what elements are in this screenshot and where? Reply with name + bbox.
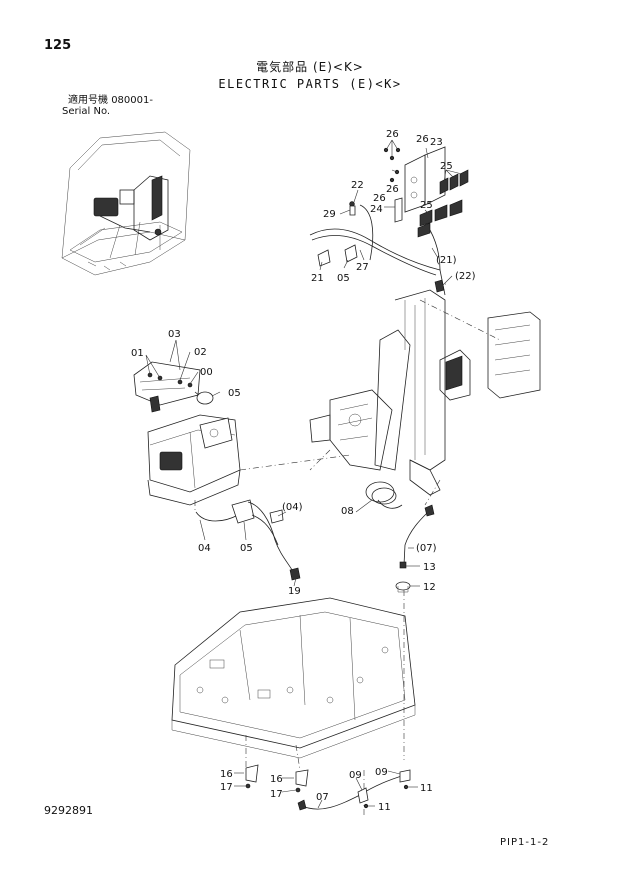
callout-29: 29 bbox=[323, 209, 336, 220]
callout-labels: 26 26 23 25 26 22 26 24 25 29 (21) 27 (2… bbox=[131, 129, 476, 813]
callout-01: 01 bbox=[131, 348, 144, 359]
callout-22: 22 bbox=[351, 180, 364, 191]
right-control-box bbox=[383, 146, 469, 238]
callout-16: 16 bbox=[270, 774, 283, 785]
callout-03: 03 bbox=[168, 329, 181, 340]
serial-label-japanese: 適用号機 bbox=[68, 95, 108, 106]
callout-26: 26 bbox=[386, 184, 399, 195]
callout-22-parenthesized: (22) bbox=[455, 271, 476, 282]
callout-17: 17 bbox=[270, 789, 283, 800]
callout-27: 27 bbox=[356, 262, 369, 273]
callout-26: 26 bbox=[416, 134, 429, 145]
document-number: 9292891 bbox=[44, 804, 93, 817]
callout-08: 08 bbox=[341, 506, 354, 517]
center-harness bbox=[365, 481, 435, 593]
callout-00: 00 bbox=[200, 367, 213, 378]
callout-02: 02 bbox=[194, 347, 207, 358]
callout-04: 04 bbox=[198, 543, 211, 554]
callout-09: 09 bbox=[375, 767, 388, 778]
page-number: 125 bbox=[44, 38, 72, 53]
console-frame bbox=[309, 289, 541, 496]
callout-19: 19 bbox=[288, 586, 301, 597]
title-japanese: 電気部品 (E)<K> bbox=[256, 60, 364, 74]
callout-25: 25 bbox=[440, 161, 453, 172]
callout-25: 25 bbox=[420, 200, 433, 211]
callout-07-parenthesized: (07) bbox=[416, 543, 437, 554]
callout-23: 23 bbox=[430, 137, 443, 148]
bottom-harness bbox=[245, 764, 411, 811]
callout-21-parenthesized: (21) bbox=[436, 255, 457, 266]
callout-16: 16 bbox=[220, 769, 233, 780]
callout-24: 24 bbox=[370, 204, 383, 215]
callout-11: 11 bbox=[378, 802, 391, 813]
callout-12: 12 bbox=[423, 582, 436, 593]
callout-21: 21 bbox=[311, 273, 324, 284]
callout-11: 11 bbox=[420, 783, 433, 794]
callout-04-parenthesized: (04) bbox=[282, 502, 303, 513]
lower-left-harness bbox=[195, 499, 301, 581]
title-english: ELECTRIC PARTS (E)<K> bbox=[218, 77, 402, 91]
callout-17: 17 bbox=[220, 782, 233, 793]
floor-plate bbox=[171, 597, 416, 759]
serial-block: 適用号機 080001- bbox=[68, 95, 153, 106]
leader-lines bbox=[145, 139, 463, 809]
callout-13: 13 bbox=[423, 562, 436, 573]
upper-harness bbox=[309, 201, 446, 296]
serial-label-english: Serial No. bbox=[62, 106, 111, 117]
callout-26: 26 bbox=[373, 193, 386, 204]
callout-05: 05 bbox=[337, 273, 350, 284]
callout-26: 26 bbox=[386, 129, 399, 140]
callout-07: 07 bbox=[316, 792, 329, 803]
connector-cluster-upper bbox=[439, 169, 469, 195]
callout-09: 09 bbox=[349, 770, 362, 781]
callout-05: 05 bbox=[240, 543, 253, 554]
left-console bbox=[133, 361, 241, 506]
serial-value: 080001- bbox=[111, 95, 153, 106]
page-reference: PIP1-1-2 bbox=[500, 837, 550, 848]
cab-overview-illustration bbox=[61, 131, 191, 276]
callout-05: 05 bbox=[228, 388, 241, 399]
